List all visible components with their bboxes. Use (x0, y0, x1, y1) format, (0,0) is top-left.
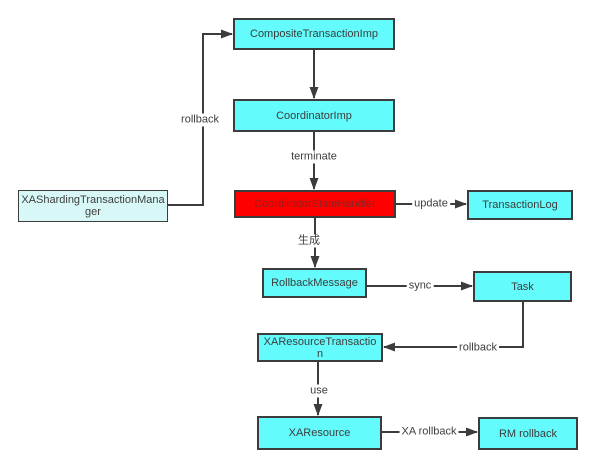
node-xa-resource-transaction: XAResourceTransaction (257, 333, 383, 362)
node-coordinator-state-handler: CoordinatorStateHandler (234, 190, 396, 218)
edge-label-terminate: terminate (289, 150, 339, 164)
edge-label-generate: 生成 (296, 234, 322, 248)
edge-label-rollback-task: rollback (457, 341, 499, 355)
edge-label-update: update (412, 197, 450, 211)
edge-label-sync: sync (406, 279, 434, 293)
edge-task-rollback-to-xaresourcetransaction (383, 302, 524, 352)
node-transaction-log: TransactionLog (467, 190, 573, 220)
node-xa-sharding-transaction-manager: XAShardingTransactionManager (18, 190, 168, 222)
node-composite-transaction-imp: CompositeTransactionImp (233, 18, 395, 50)
node-task: Task (473, 271, 572, 302)
node-rollback-message: RollbackMessage (262, 268, 367, 298)
node-rm-rollback: RM rollback (478, 417, 578, 450)
edge-label-rollback: rollback (179, 113, 221, 127)
node-coordinator-imp: CoordinatorImp (233, 99, 395, 132)
node-xa-resource: XAResource (257, 416, 382, 450)
edge-label-xa-rollback: XA rollback (399, 425, 459, 439)
edge-label-use: use (308, 384, 330, 398)
